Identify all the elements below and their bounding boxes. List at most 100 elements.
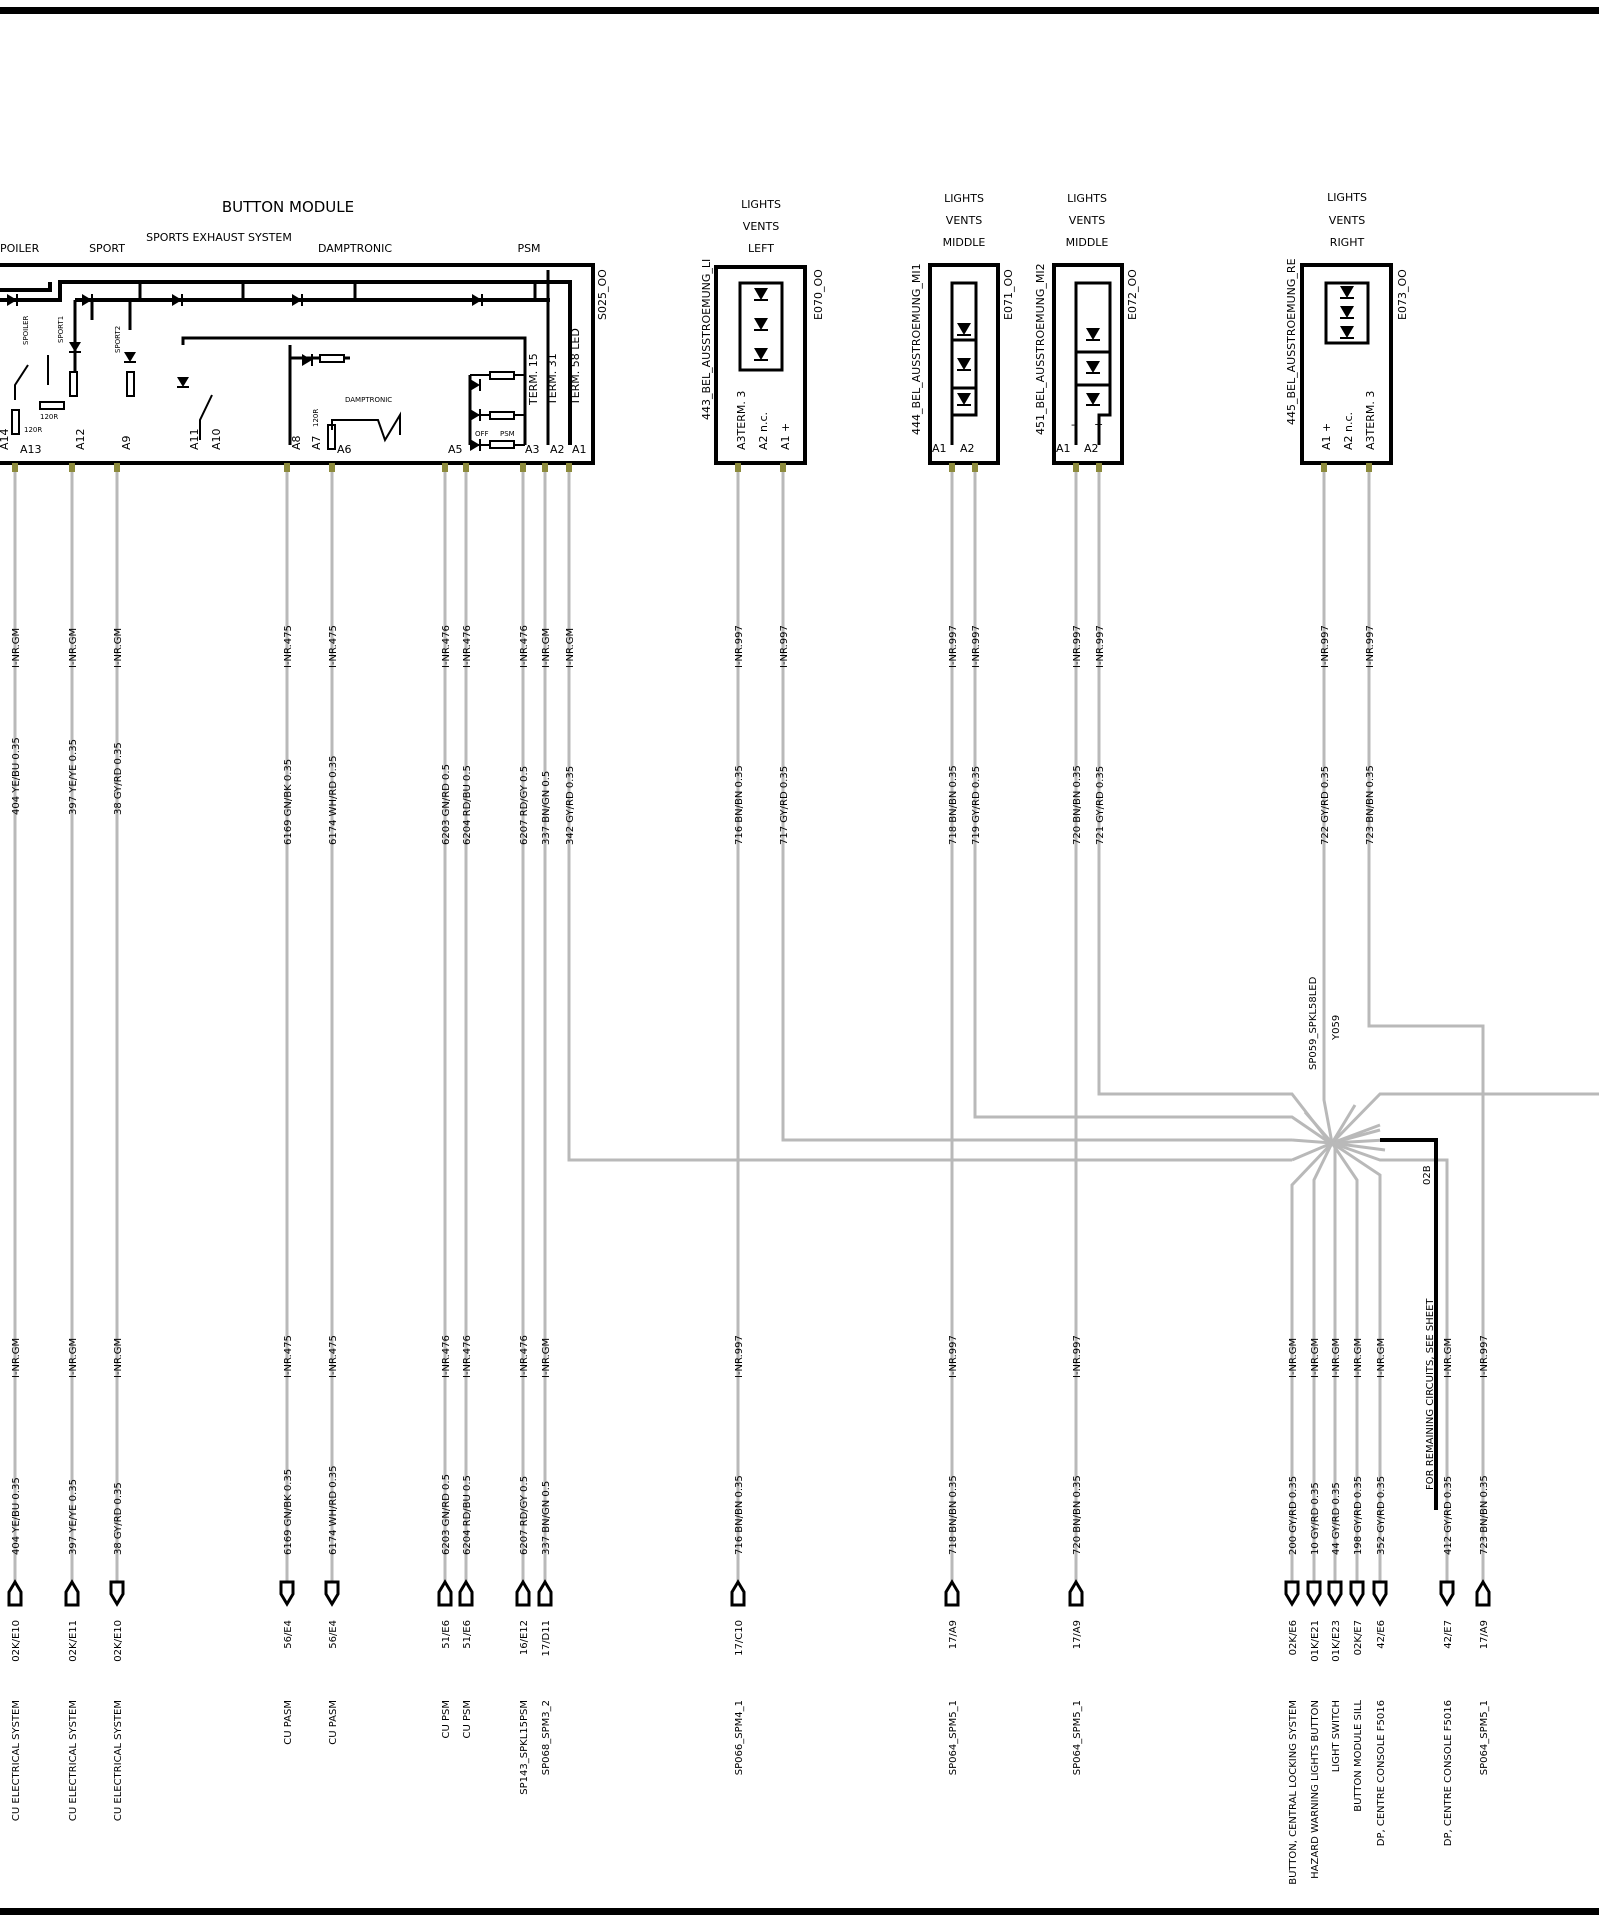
lights-mid1-pin-a1: A1 [932,442,947,455]
wire-splice-in-342 [1291,1141,1333,1162]
label-120r-3: 120R [312,409,320,427]
wire-nr-label: I-NR.997 [1095,625,1106,668]
resistor-3 [69,371,78,397]
lights-vents-middle-1: LIGHTS VENTS MIDDLE 444_BEL_AUSSTROEMUNG… [910,192,1015,465]
bottom-wire-spec-label: 6169 GN/BK 0.35 [283,1469,294,1555]
bottom-wire-nr-label: I-NR.GM [1376,1338,1387,1378]
bottom-wire-nr-label: I-NR.GM [113,1338,124,1378]
lights-left-box [714,265,807,465]
bottom-wire-nr-label: I-NR.997 [948,1335,959,1378]
lights-right-pin-a1: A1 + [1320,423,1333,450]
bottom-wire-nr-label: I-NR.476 [462,1335,473,1378]
bottom-wire-spec-label: 397 YE/YE 0.35 [68,1479,79,1555]
resistor-2 [11,409,20,435]
wire-splice-b [1331,1123,1381,1145]
bottom-wire-spec-label: 723 BN/BN 0.35 [1479,1475,1490,1555]
led-symbol-7 [470,379,481,391]
led-symbol-9 [470,439,481,451]
wire-spec-label: 337 BN/GN 0.5 [541,771,552,845]
connector-symbol [458,1579,474,1607]
note-bracket: 02B FOR REMAINING CIRCUITS, SEE SHEET [1380,1138,1438,1510]
lights-mid2-mark-plus: + [1094,418,1103,431]
connector-ref: 17/A9 [1479,1620,1490,1649]
bottom-wire-nr-label: I-NR.GM [1288,1338,1299,1378]
lights-right-pin-a3: A3TERM. 3 [1364,391,1377,450]
wire-spec-label: 716 BN/BN 0.35 [734,765,745,845]
wire-nr-label: I-NR.476 [462,625,473,668]
wires [13,463,1599,1585]
led-symbol-12 [177,377,189,388]
lights-vents-middle-2: LIGHTS VENTS MIDDLE 451_BEL_AUSSTROEMUNG… [1034,192,1139,465]
wire-spec-label: 6204 RD/BU 0.5 [462,765,473,845]
connector-ref: 51/E6 [441,1620,452,1649]
switch-2 [199,394,213,440]
wire-spec-label: 6169 GN/BK 0.35 [283,759,294,845]
bottom-wire-spec-label: 720 BN/BN 0.35 [1072,1475,1083,1555]
bottom-wire-nr-label: I-NR.997 [734,1335,745,1378]
button-module-box [0,263,595,465]
pin-a3: A3 [525,443,540,456]
lights-left-part: 443_BEL_AUSSTROEMUNG_LI [700,259,713,420]
bottom-wire-spec-label: 6204 RD/BU 0.5 [462,1475,473,1555]
label-120r-2: 120R [24,426,42,434]
connector-ref: 02K/E6 [1288,1620,1299,1655]
lights-mid1-title-2: VENTS [946,214,982,227]
bottom-wire-nr-label: I-NR.476 [441,1335,452,1378]
connector-destination: CU PSM [462,1700,473,1739]
top-wire-labels: I-NR.GM 404 YE/BU 0.35 I-NR.GM 397 YE/YE… [11,625,1376,845]
led-symbol-8 [470,409,481,421]
lights-right-led-3 [1340,326,1354,339]
wire-spec-label: 722 GY/RD 0.35 [1320,766,1331,845]
connector-destination: BUTTON, CENTRAL LOCKING SYSTEM [1288,1700,1299,1885]
lights-left-led-frame [738,281,784,372]
wire-splice-d [1331,1141,1386,1152]
lights-mid1-id: E071_OO [1002,269,1015,320]
led-symbol-1 [7,294,18,306]
wire-nr-label: I-NR.GM [113,628,124,668]
label-psm-inner: PSM [500,430,515,438]
wire-spec-label: 723 BN/BN 0.35 [1365,765,1376,845]
wire-splice-in-717 [1291,1138,1333,1145]
wire-spec-label: 397 YE/YE 0.35 [68,739,79,815]
wire-nr-label: I-NR.GM [68,628,79,668]
lights-right-part: 445_BEL_AUSSTROEMUNG_RE [1285,258,1298,425]
connector-destination: CU ELECTRICAL SYSTEM [113,1700,124,1821]
bottom-wire-nr-label: I-NR.GM [541,1338,552,1378]
bottom-border [0,1908,1599,1915]
wire-nr-label: I-NR.476 [441,625,452,668]
bottom-wire-nr-label: I-NR.997 [1479,1335,1490,1378]
bottom-wire-nr-label: I-NR.GM [1331,1338,1342,1378]
led-symbol-6 [302,354,313,366]
bus-line-2 [0,282,52,292]
label-term58: TERM. 58 LED [569,328,582,406]
connector-ref: 02K/E10 [113,1620,124,1662]
lights-mid1-box [928,263,1000,465]
bottom-wire-spec-label: 38 GY/RD 0.35 [113,1482,124,1555]
pin-a2: A2 [550,443,565,456]
bottom-wire-spec-label: 718 BN/BN 0.35 [948,1475,959,1555]
section-label-spoiler: POILER [0,242,40,255]
connector-symbol [944,1579,960,1607]
wire-nr-label: I-NR.997 [779,625,790,668]
pin-a14: A14 [0,428,11,450]
note-text: FOR REMAINING CIRCUITS, SEE SHEET [1425,1298,1436,1490]
bottom-wire-nr-label: I-NR.475 [283,1335,294,1378]
lights-right-box [1300,263,1393,465]
lights-right-title-2: VENTS [1329,214,1365,227]
resistor-4 [126,371,135,397]
pin-terminal [114,463,120,472]
bottom-wire-nr-label: I-NR.GM [1310,1338,1321,1378]
bottom-wire-spec-label: 412 GY/RD 0.35 [1443,1476,1454,1555]
connector-ref: 17/C10 [734,1620,745,1656]
wire-spec-label: 342 GY/RD 0.35 [565,766,576,845]
connector-destination: CU PASM [328,1700,339,1745]
connector-destination: CU ELECTRICAL SYSTEM [68,1700,79,1821]
pin-terminals [12,463,1372,472]
pin-terminal [780,463,786,472]
pin-terminal [329,463,335,472]
pin-terminal [1096,463,1102,472]
lights-mid1-part: 444_BEL_AUSSTROEMUNG_MI1 [910,263,923,435]
pin-terminal [284,463,290,472]
pin-terminal [566,463,572,472]
label-off: OFF [475,430,489,438]
